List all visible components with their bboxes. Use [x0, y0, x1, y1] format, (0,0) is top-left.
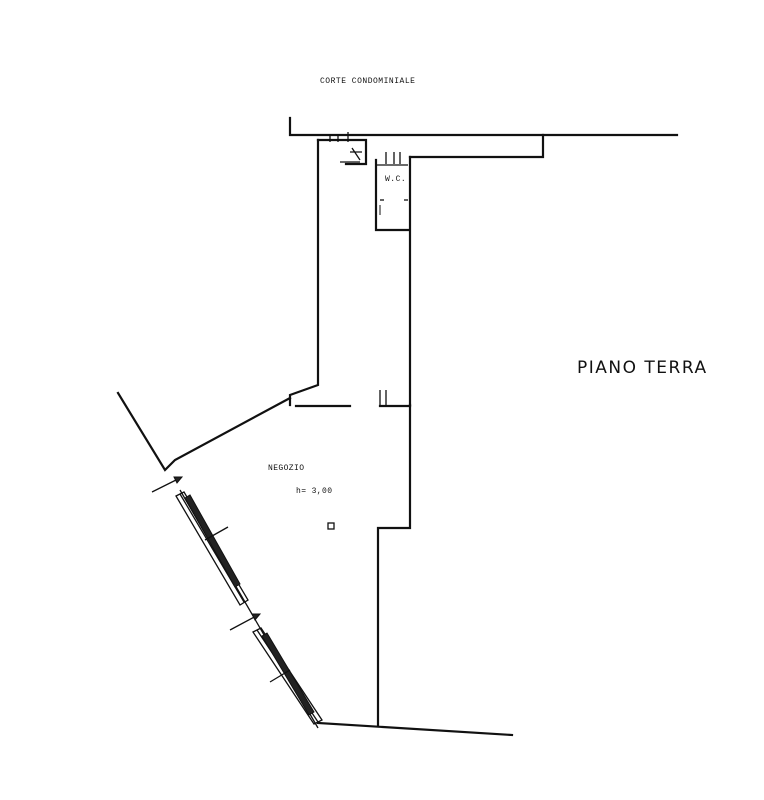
outer-wall-right-lower	[376, 403, 412, 727]
entrance-arrow-lower	[229, 613, 262, 631]
column-marker	[327, 522, 335, 530]
outer-wall-left	[288, 138, 320, 407]
facade-upper	[116, 391, 292, 472]
courtyard-step	[408, 133, 545, 159]
shop-window-upper	[175, 491, 249, 606]
wc-block: W.C.	[374, 152, 410, 232]
plan-title: PIANO TERRA	[577, 358, 708, 378]
courtyard-boundary	[288, 116, 679, 137]
partition-post	[379, 390, 387, 406]
outer-wall-bottom	[316, 721, 514, 737]
shop-window-lower	[252, 627, 323, 725]
entrance-arrow-upper	[151, 476, 184, 493]
courtyard-label: CORTE CONDOMINIALE	[320, 77, 415, 86]
wc-label: W.C.	[385, 175, 406, 184]
height-label: h= 3,00	[296, 487, 332, 496]
room-label: NEGOZIO	[268, 464, 304, 473]
service-area	[316, 132, 368, 166]
